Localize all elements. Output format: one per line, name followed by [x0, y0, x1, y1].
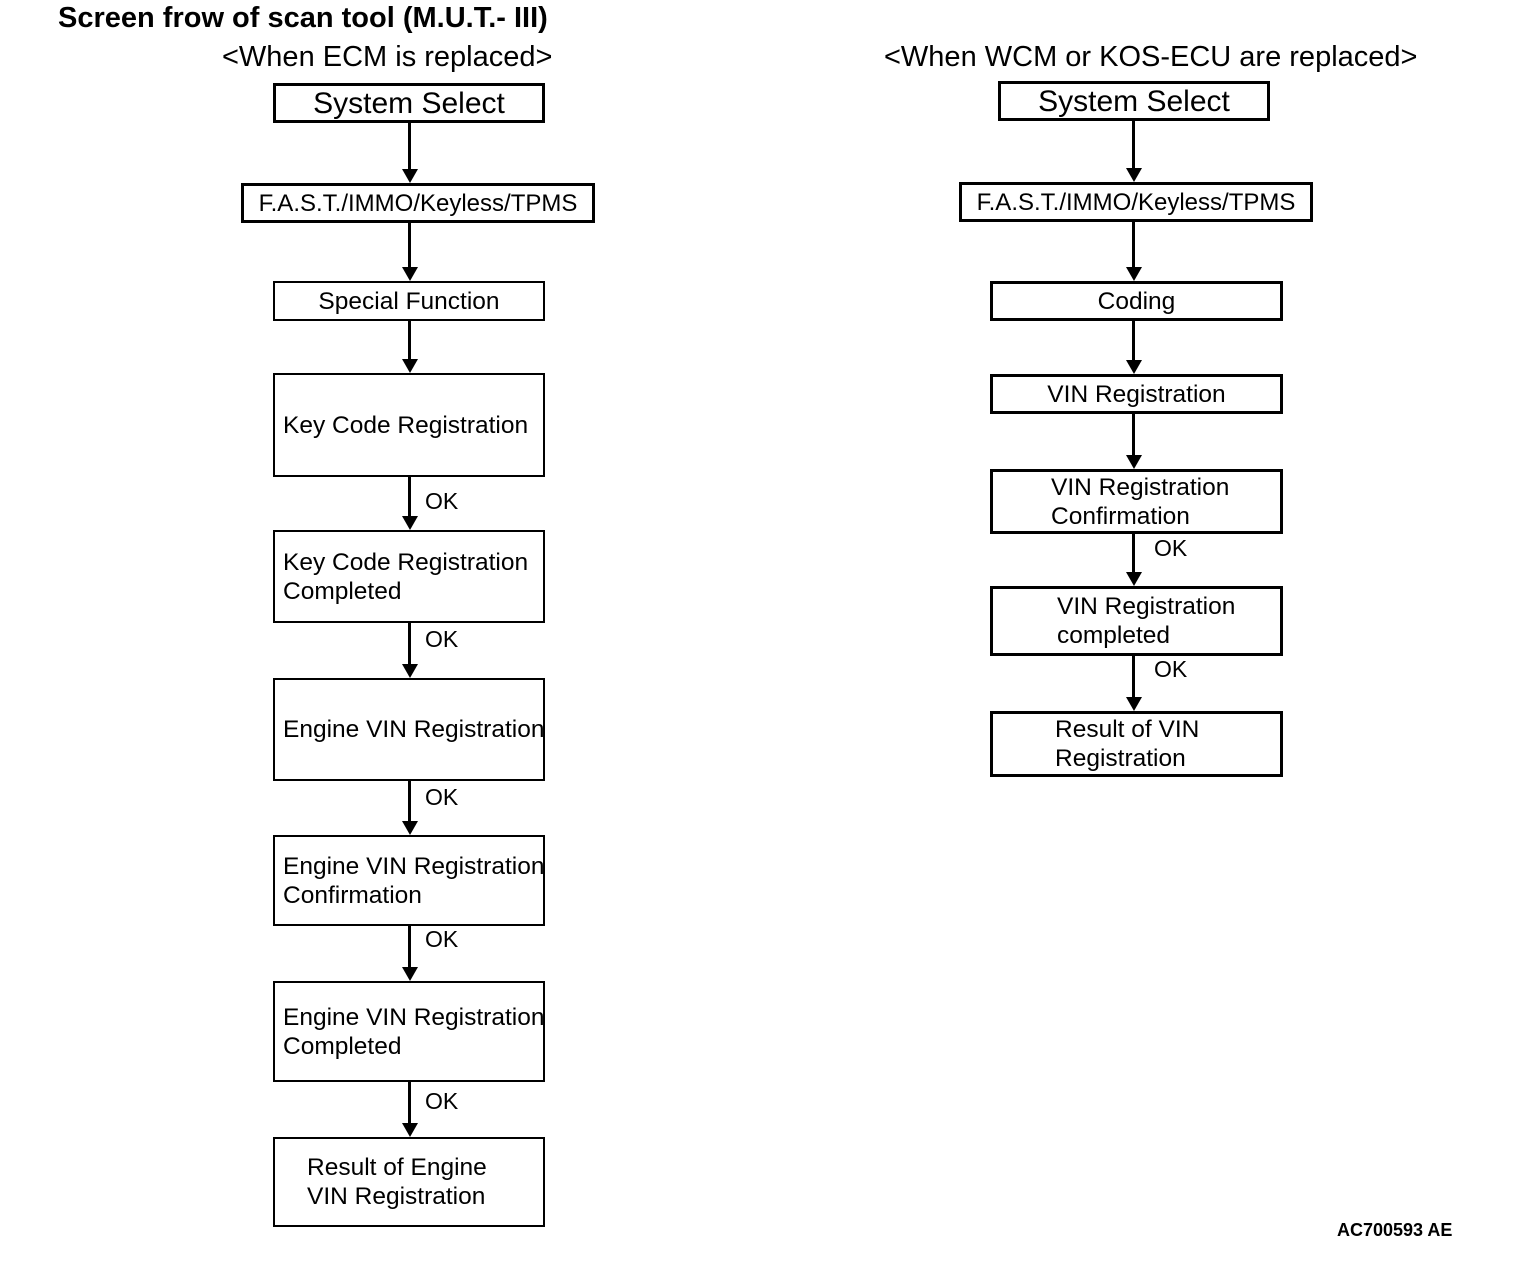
flow-box-label: Registration: [1055, 745, 1186, 772]
ecm-flow-heading: <When ECM is replaced>: [222, 41, 553, 73]
ecm-flow-box-fast-immo-keyless-tpms: F.A.S.T./IMMO/Keyless/TPMS: [241, 183, 595, 223]
flow-arrow-down: [401, 623, 418, 678]
flow-box-label: Completed: [283, 577, 402, 605]
flow-box-label: Special Function: [318, 287, 500, 315]
page-title: Screen frow of scan tool (M.U.T.- III): [58, 2, 548, 34]
flow-arrow-down: [401, 1082, 418, 1137]
flow-arrow-down: [1125, 656, 1142, 711]
flow-box-label: System Select: [313, 86, 505, 120]
flow-box-label: completed: [1057, 622, 1171, 649]
wcm-flow-heading: <When WCM or KOS-ECU are replaced>: [884, 41, 1418, 73]
ecm-flow-box-key-code-registration: Key Code Registration: [273, 373, 545, 477]
wcm-flow-box-coding: Coding: [990, 281, 1283, 321]
flow-arrow-down: [1125, 121, 1142, 182]
figure-code: AC700593 AE: [1337, 1220, 1453, 1240]
flow-arrow-down: [1125, 222, 1142, 281]
ecm-flow-box-engine-vin-registration-confirmation: Engine VIN Registration Confirmation: [273, 835, 545, 926]
flow-arrow-down: [401, 926, 418, 981]
wcm-flow-box-vin-registration-confirmation: VIN Registration Confirmation: [990, 469, 1283, 534]
flow-box-label: Key Code Registration: [283, 548, 529, 576]
flow-box-label: Key Code Registration: [283, 411, 529, 439]
ecm-flow-box-special-function: Special Function: [273, 281, 545, 321]
ecm-flow-box-engine-vin-registration: Engine VIN Registration: [273, 678, 545, 781]
flow-arrow-down: [1125, 534, 1142, 586]
flow-box-label: System Select: [1038, 84, 1230, 118]
ecm-flow-box-result-of-engine-vin-registration: Result of Engine VIN Registration: [273, 1137, 545, 1227]
flow-arrow-down: [401, 477, 418, 530]
flow-arrow-down: [401, 781, 418, 835]
ok-label: OK: [1154, 535, 1188, 561]
flow-box-label: Confirmation: [283, 881, 422, 909]
wcm-flow-box-vin-registration: VIN Registration: [990, 374, 1283, 414]
flow-box-label: Completed: [283, 1032, 402, 1060]
wcm-flow-box-vin-registration-completed: VIN Registration completed: [990, 586, 1283, 656]
flow-box-label: VIN Registration: [307, 1183, 486, 1210]
flow-box-label: Result of Engine: [307, 1154, 487, 1181]
wcm-flow-box-system-select: System Select: [998, 81, 1270, 121]
wcm-flow-box-fast-immo-keyless-tpms: F.A.S.T./IMMO/Keyless/TPMS: [959, 182, 1313, 222]
flow-box-label: Engine VIN Registration: [283, 716, 545, 743]
flow-box-label: Result of VIN: [1055, 716, 1200, 743]
ok-label: OK: [425, 784, 459, 810]
flow-box-label: F.A.S.T./IMMO/Keyless/TPMS: [258, 189, 578, 217]
flow-box-label: Engine VIN Registration: [283, 1003, 545, 1031]
ok-label: OK: [425, 926, 459, 952]
flow-box-label: F.A.S.T./IMMO/Keyless/TPMS: [976, 188, 1296, 216]
flow-arrow-down: [1125, 414, 1142, 469]
ok-label: OK: [1154, 656, 1188, 682]
flow-arrow-down: [1125, 321, 1142, 374]
ok-label: OK: [425, 488, 459, 514]
flow-box-label: VIN Registration: [1051, 473, 1230, 501]
ecm-flow-box-key-code-registration-completed: Key Code Registration Completed: [273, 530, 545, 623]
flow-box-label: Engine VIN Registration: [283, 852, 545, 880]
ok-label: OK: [425, 626, 459, 652]
ecm-flow-box-engine-vin-registration-completed: Engine VIN Registration Completed: [273, 981, 545, 1082]
flow-arrow-down: [401, 123, 418, 183]
flow-box-label: VIN Registration: [1047, 380, 1226, 408]
flow-box-label: VIN Registration: [1057, 593, 1236, 620]
flow-box-label: Coding: [1097, 287, 1176, 315]
flow-box-label: Confirmation: [1051, 502, 1190, 530]
ok-label: OK: [425, 1088, 459, 1114]
wcm-flow-box-result-of-vin-registration: Result of VIN Registration: [990, 711, 1283, 777]
ecm-flow-box-system-select: System Select: [273, 83, 545, 123]
flow-arrow-down: [401, 223, 418, 281]
flow-arrow-down: [401, 321, 418, 373]
